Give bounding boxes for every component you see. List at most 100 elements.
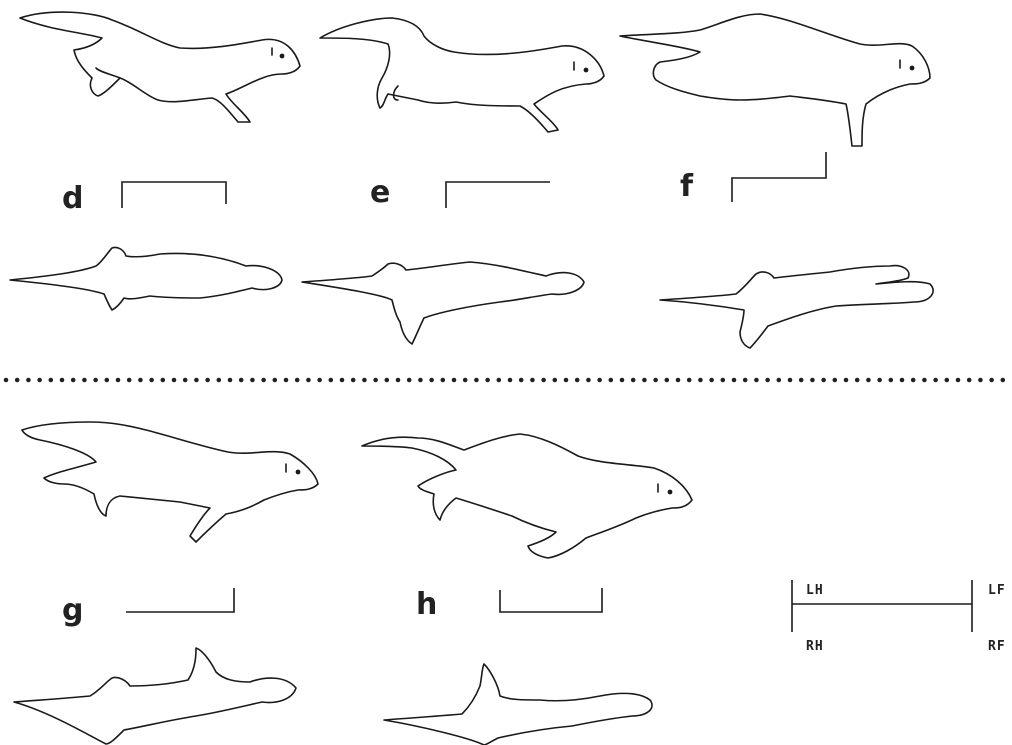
separator-dot [340,378,345,383]
panel-e-side-view-animal [320,18,604,132]
separator-dot [329,378,334,383]
separator-dot [933,378,938,383]
separator-dot [474,378,479,383]
separator-dot [687,378,692,383]
separator-dot [956,378,961,383]
separator-dot [799,378,804,383]
separator-dot [183,378,188,383]
separator-dot [205,378,210,383]
separator-dot [732,378,737,383]
separator-dot [418,378,423,383]
separator-dot [575,378,580,383]
panel-f-top-view-animal [660,266,933,348]
separator-dot [116,378,121,383]
separator-dot [922,378,927,383]
panel-e-label: e [370,175,390,210]
separator-dot [306,378,311,383]
panel-h-top-view-animal [384,664,652,745]
separator-dot [127,378,132,383]
separator-dot [82,378,87,383]
panel-h-eye [668,490,673,495]
separator-dot [250,378,255,383]
separator-dot [642,378,647,383]
panel-g-side-view-animal [22,422,318,542]
separator-dot [463,378,468,383]
panel-f-bracket [732,152,826,202]
panel-e: e [302,18,604,344]
separator-dot [385,378,390,383]
panel-e-bracket [446,182,550,208]
separator-dot [597,378,602,383]
separator-dot [653,378,658,383]
separator-dot [844,378,849,383]
panel-e-hind-foot [394,86,399,100]
separator-dot [721,378,726,383]
separator-dot [911,378,916,383]
panel-h-bracket [500,588,602,612]
panel-h-label: h [416,587,437,622]
separator-dot [37,378,42,383]
panel-f-label: f [680,169,694,204]
separator-dot [317,378,322,383]
separator-dot [508,378,513,383]
separator-dot [877,378,882,383]
separator-dot [295,378,300,383]
separator-dot [743,378,748,383]
separator-dot [989,378,994,383]
legend-left-bottom: RH [806,639,824,654]
separator-dot [967,378,972,383]
separator-dot [709,378,714,383]
separator-dot [519,378,524,383]
panel-h: h [362,434,692,745]
separator-dot [497,378,502,383]
separator-dot [138,378,143,383]
panel-d-side-view-animal [20,12,300,122]
separator-dot [172,378,177,383]
separator-dot [485,378,490,383]
separator-dot [15,378,20,383]
separator-dot [833,378,838,383]
separator-dot [553,378,558,383]
separator-dot [586,378,591,383]
separator-dot [261,378,266,383]
separator-dot [564,378,569,383]
separator-dot [228,378,233,383]
separator-dot [541,378,546,383]
separator-dot [373,378,378,383]
separator-dot [452,378,457,383]
separator-dot [945,378,950,383]
separator-dot [754,378,759,383]
separator-dot [194,378,199,383]
separator-dot [351,378,356,383]
dotted-separator [4,378,1005,383]
separator-dot [609,378,614,383]
separator-dot [866,378,871,383]
separator-dot [665,378,670,383]
separator-dot [429,378,434,383]
panel-d: d [10,12,300,310]
panel-d-label: d [62,181,83,216]
separator-dot [441,378,446,383]
separator-dot [978,378,983,383]
separator-dot [889,378,894,383]
separator-dot [161,378,166,383]
separator-dot [698,378,703,383]
panel-d-hind-leg [96,68,120,78]
separator-dot [777,378,782,383]
separator-dot [810,378,815,383]
separator-dot [71,378,76,383]
panel-f: f [620,14,933,348]
separator-dot [1001,378,1006,383]
separator-dot [284,378,289,383]
panel-g-top-view-animal [14,648,296,744]
separator-dot [149,378,154,383]
separator-dot [855,378,860,383]
separator-dot [396,378,401,383]
separator-dot [765,378,770,383]
panel-h-side-view-animal [362,434,692,558]
separator-dot [49,378,54,383]
panel-e-eye [584,68,589,73]
panel-f-side-view-animal [620,14,930,146]
panel-d-top-view-animal [10,247,282,310]
